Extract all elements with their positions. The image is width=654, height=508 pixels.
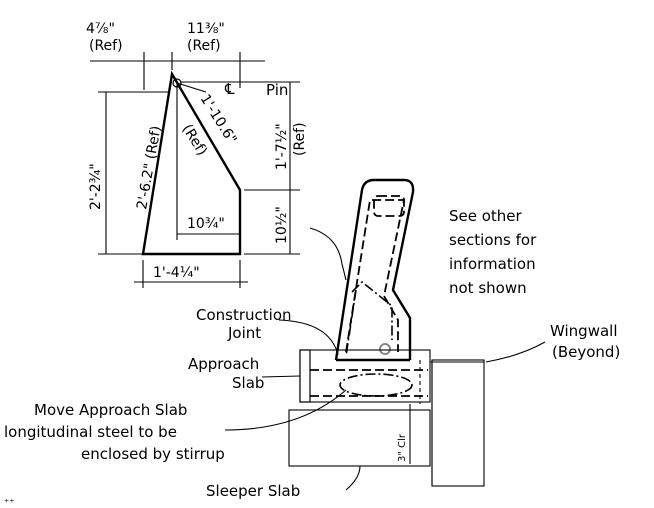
move-line-1: Move Approach Slab <box>34 401 187 419</box>
dim-right-lower: 10½" <box>274 206 290 244</box>
barrier-top-bar <box>373 195 405 217</box>
pin-hole <box>379 343 391 355</box>
dim-clr: 3" Clr <box>397 433 408 462</box>
note-line-1: See other <box>449 207 523 225</box>
dim-top-left-ref: (Ref) <box>89 38 123 54</box>
pin-leader <box>176 82 207 93</box>
move-steel-leader <box>224 389 347 431</box>
dim-right-upper-ref: (Ref) <box>292 122 308 156</box>
approach-label: Approach <box>188 355 259 373</box>
dim-top-left: 4⅞" <box>86 21 115 37</box>
wingwall-label: Wingwall <box>550 322 618 340</box>
sleeper-label: Sleeper Slab <box>206 482 300 500</box>
approach-slab <box>299 349 431 404</box>
dim-inner-width: 10¾" <box>187 216 225 232</box>
barrier-stirrup <box>345 199 406 353</box>
approach-leader <box>261 375 301 378</box>
barrier-vertical-bar <box>345 289 357 357</box>
barrier-outline <box>334 178 415 361</box>
triangle-detail <box>90 52 300 288</box>
approach-slab-edge <box>299 349 311 403</box>
construction-leader <box>278 319 339 356</box>
note-leader <box>309 227 347 281</box>
dim-base-width: 1'-4¼" <box>153 265 200 281</box>
note-line-2: sections for <box>449 231 537 249</box>
note-line-4: not shown <box>449 279 527 297</box>
centerline-symbol: ℄ <box>224 80 235 98</box>
sleeper-slab-body <box>288 409 431 467</box>
joint-label: Joint <box>227 324 261 342</box>
triangle-outline <box>141 70 242 256</box>
barrier-section <box>334 178 415 362</box>
beyond-label: (Beyond) <box>552 343 620 361</box>
dim-hyp-left: 2'-6.2" (Ref) <box>134 125 164 211</box>
move-line-2: longitudinal steel to be <box>4 423 177 441</box>
dim-hyp-right-ref: (Ref) <box>179 122 210 159</box>
slab-label: Slab <box>232 374 264 392</box>
move-line-3: enclosed by stirrup <box>81 445 225 463</box>
pin-circle <box>172 78 182 88</box>
wingwall-leader <box>485 341 546 363</box>
barrier-inclined-bar <box>351 280 393 340</box>
dim-height-total: 2'-2¾" <box>88 163 104 210</box>
corner-mark: ⁺⁺ <box>4 498 15 508</box>
sleeper-leader <box>345 465 361 491</box>
dim-top-right-ref: (Ref) <box>187 38 221 54</box>
dim-top-right: 11⅜" <box>187 21 225 37</box>
wingwall-body <box>431 359 485 487</box>
pin-label: Pin <box>266 81 288 99</box>
dim-right-upper: 1'-7½" <box>274 123 290 170</box>
wingwall <box>430 359 485 487</box>
note-line-3: information <box>449 255 536 273</box>
construction-label: Construction <box>196 306 292 324</box>
stirrup-ellipse <box>339 373 413 397</box>
